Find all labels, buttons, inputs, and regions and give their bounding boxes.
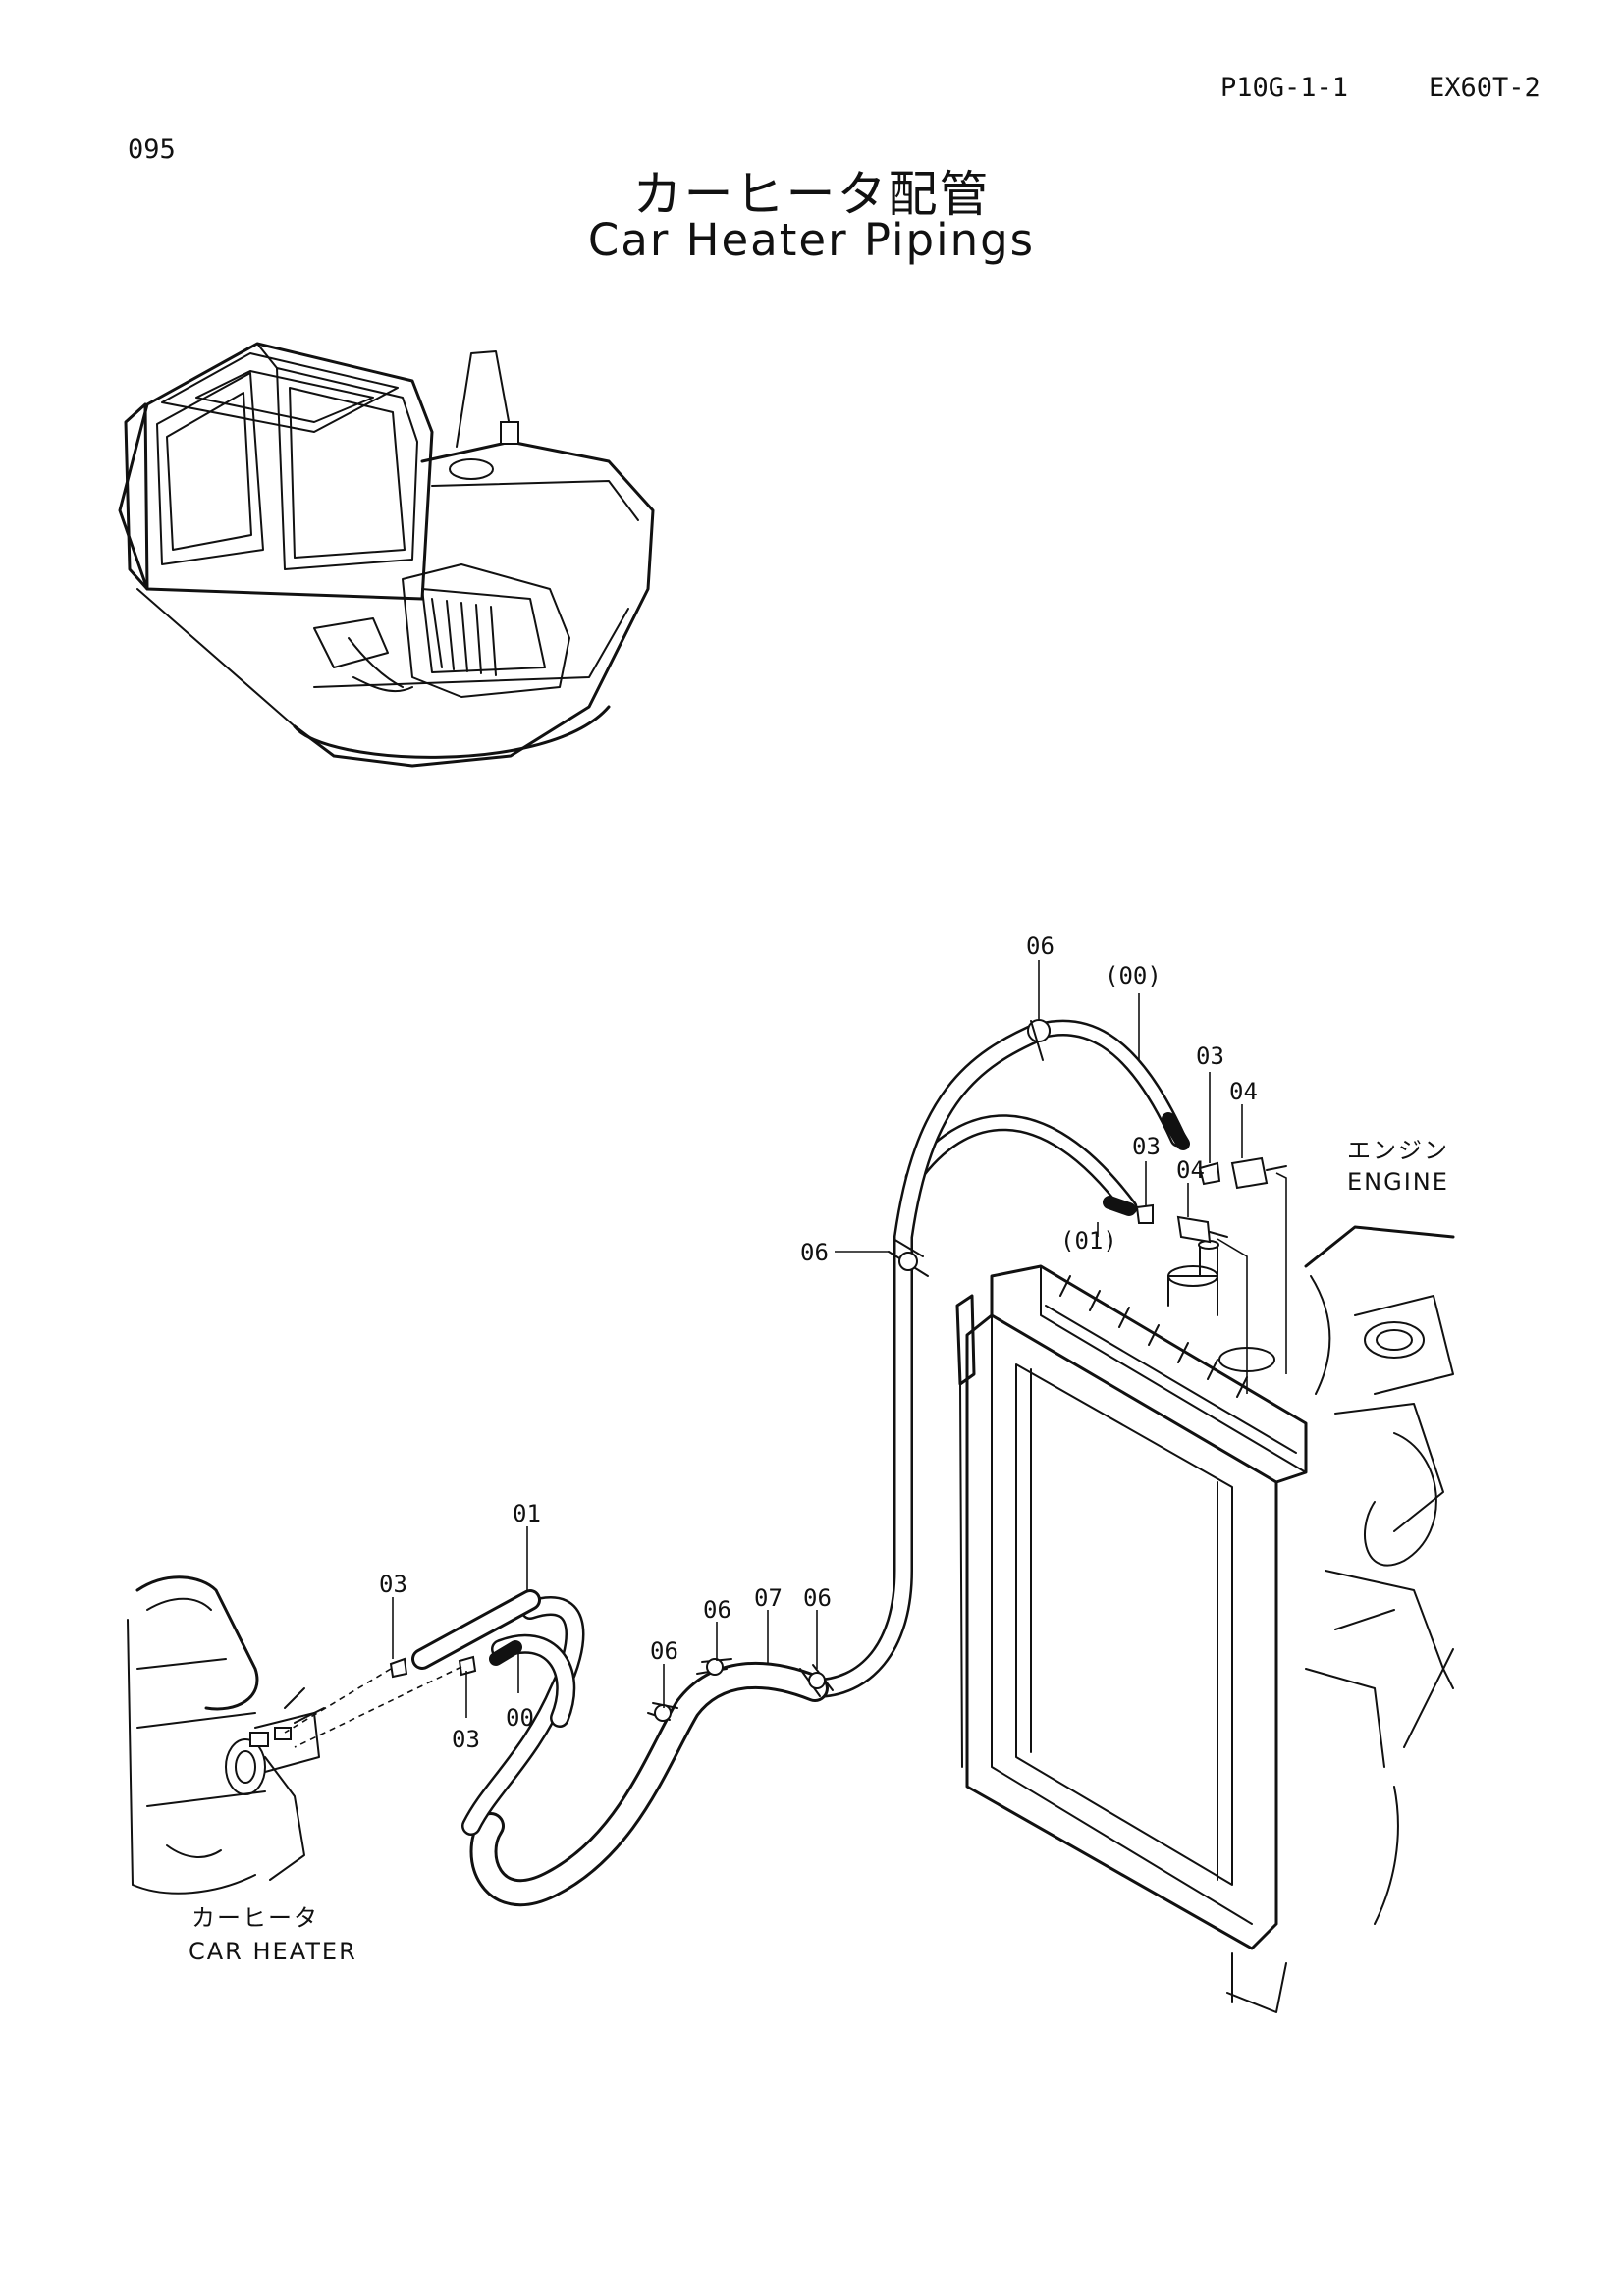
callout-06-top: 06 bbox=[1026, 933, 1055, 960]
engine-caption-jp: エンジン bbox=[1347, 1137, 1449, 1164]
excavator-overview-illustration bbox=[118, 342, 655, 768]
callout-03-lower-b: 03 bbox=[452, 1726, 480, 1753]
engine-caption-en: ENGINE bbox=[1347, 1168, 1449, 1196]
clamps-and-fittings bbox=[389, 1019, 1287, 1722]
callout-00-upper: (00) bbox=[1105, 962, 1162, 989]
callout-04-upper-b: 04 bbox=[1176, 1156, 1205, 1184]
heater-hoses bbox=[411, 1019, 1190, 1906]
page-code: P10G-1-1 bbox=[1220, 73, 1349, 103]
callout-06-lower-c: 06 bbox=[803, 1584, 832, 1612]
callout-01-upper: (01) bbox=[1060, 1227, 1117, 1255]
callout-03-lower-a: 03 bbox=[379, 1571, 407, 1598]
callout-06-lower-a: 06 bbox=[650, 1637, 678, 1665]
callout-00-lower: 00 bbox=[506, 1704, 534, 1732]
callout-06-mid: 06 bbox=[800, 1239, 829, 1266]
model-code: EX60T-2 bbox=[1429, 73, 1541, 103]
callout-03-upper-a: 03 bbox=[1196, 1042, 1224, 1070]
callout-01-lower: 01 bbox=[513, 1500, 541, 1527]
callout-07-lower: 07 bbox=[754, 1584, 783, 1612]
car-heater-illustration bbox=[127, 1575, 325, 1895]
heater-caption-en: CAR HEATER bbox=[189, 1938, 357, 1965]
page-number: 095 bbox=[128, 134, 176, 165]
callout-04-upper-a: 04 bbox=[1229, 1078, 1258, 1105]
callout-06-lower-b: 06 bbox=[703, 1596, 731, 1624]
title-english: Car Heater Pipings bbox=[587, 214, 1036, 266]
heater-caption-jp: カーヒータ bbox=[191, 1904, 319, 1932]
title-japanese: カーヒータ配管 bbox=[632, 166, 991, 223]
leader-lines bbox=[284, 960, 1287, 1748]
callout-03-upper-b: 03 bbox=[1132, 1133, 1161, 1160]
radiator-illustration bbox=[955, 1240, 1308, 2013]
engine-illustration bbox=[1304, 1225, 1455, 1925]
